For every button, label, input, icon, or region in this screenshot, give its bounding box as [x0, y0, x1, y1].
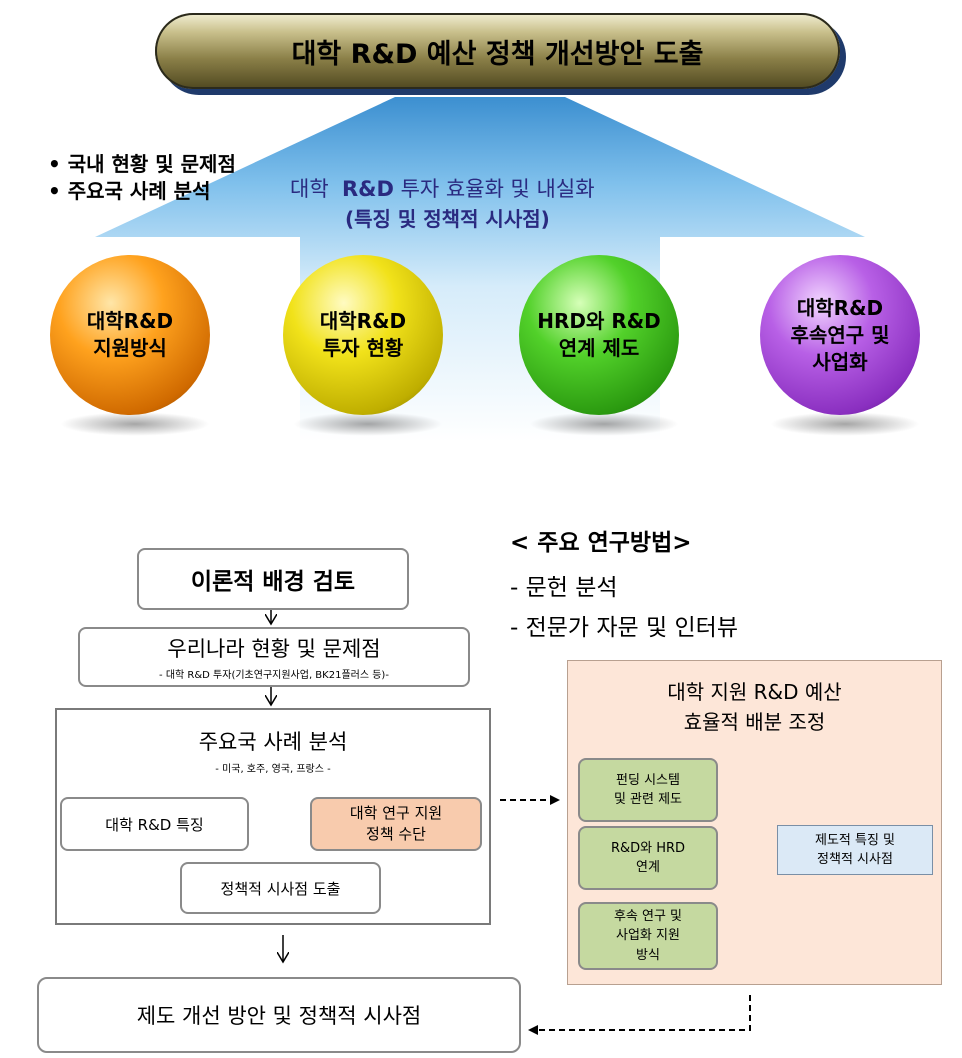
cases-title: 주요국 사례 분석	[198, 730, 348, 754]
methods-title: < 주요 연구방법>	[510, 530, 692, 556]
box-theory-review: 이론적 배경 검토	[137, 548, 409, 610]
box-policy-implication: 정책적 시사점 도출	[180, 862, 381, 914]
sphere-shadow	[529, 412, 679, 436]
big-up-arrow	[95, 97, 865, 442]
method-item: - 전문가 자문 및 인터뷰	[510, 615, 738, 641]
box-univ-rd-feature: 대학 R&D 특징	[60, 797, 249, 851]
korea-subtitle: - 대학 R&D 투자(기초연구지원사업, BK21플러스 등)-	[159, 670, 389, 681]
korea-title: 우리나라 현황 및 문제점	[167, 637, 381, 661]
cases-subtitle: - 미국, 호주, 영국, 프랑스 -	[215, 764, 331, 775]
title-banner	[155, 13, 840, 89]
method-item: - 문헌 분석	[510, 575, 618, 601]
arrow-heading: 대학 R&D 투자 효율화 및 내실화	[290, 177, 595, 201]
sphere-shadow	[60, 412, 210, 436]
panel-title-line: 효율적 배분 조정	[683, 710, 826, 734]
bullet-case-study: • 주요국 사례 분석	[48, 179, 211, 203]
bullet-domestic: • 국내 현황 및 문제점	[48, 152, 236, 176]
title-banner-text: 대학 R&D 예산 정책 개선방안 도출	[291, 38, 704, 70]
arrow-subheading: (특징 및 정책적 시사점)	[345, 207, 550, 231]
panel-title-line: 대학 지원 R&D 예산	[667, 680, 842, 704]
sphere-shadow	[770, 412, 920, 436]
box-korea-status: 우리나라 현황 및 문제점 - 대학 R&D 투자(기초연구지원사업, BK21…	[78, 627, 470, 687]
sphere-shadow	[293, 412, 443, 436]
box-final-improvement: 제도 개선 방안 및 정책적 시사점	[37, 977, 521, 1053]
